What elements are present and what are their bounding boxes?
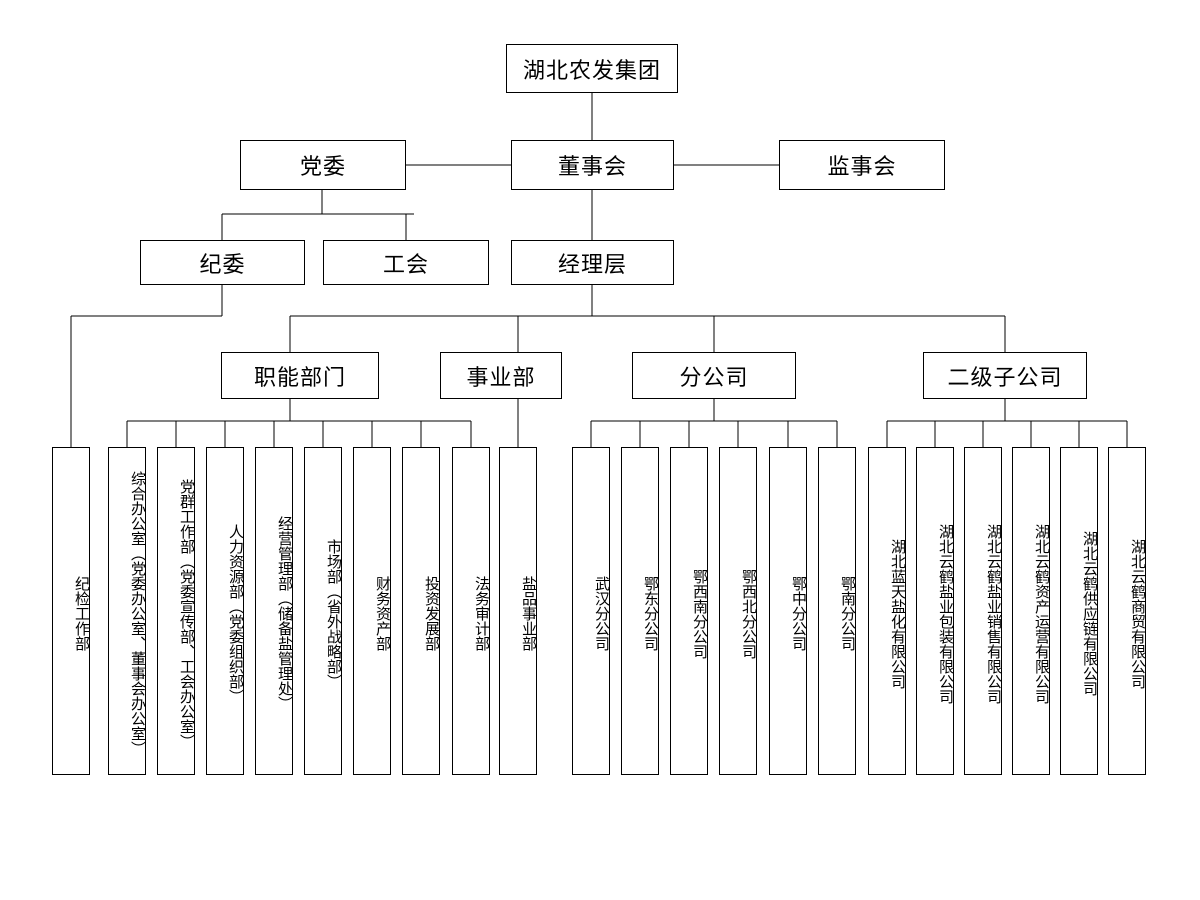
node-leaf-general-office[interactable]: 综合办公室（党委办公室、董事会办公室） [108, 447, 146, 775]
node-second-tier-subsidiaries-label: 二级子公司 [947, 364, 1063, 390]
node-leaf-13-label: 鄂西南分公司 [691, 568, 708, 659]
node-leaf-22-label: 湖北云鹤商贸有限公司 [1129, 538, 1146, 689]
node-leaf-exibei-branch[interactable]: 鄂西北分公司 [719, 447, 757, 775]
node-leaf-4-label: 人力资源部（党委组织部） [227, 523, 244, 704]
node-party-committee[interactable]: 党委 [240, 140, 406, 190]
node-leaf-14-label: 鄂西北分公司 [740, 568, 757, 659]
node-leaf-15-label: 鄂中分公司 [790, 576, 807, 651]
node-leaf-investment-development-dept[interactable]: 投资发展部 [402, 447, 440, 775]
node-functional-departments-label: 职能部门 [253, 364, 346, 390]
node-board-of-directors-label: 董事会 [557, 154, 627, 179]
node-leaf-yunhe-supply-chain[interactable]: 湖北云鹤供应链有限公司 [1060, 447, 1098, 775]
node-leaf-discipline-work-dept[interactable]: 纪检工作部 [52, 447, 90, 775]
node-leaf-exinan-branch[interactable]: 鄂西南分公司 [670, 447, 708, 775]
node-leaf-5-label: 经营管理部（储备盐管理处） [276, 516, 293, 711]
node-business-division[interactable]: 事业部 [440, 352, 562, 399]
node-leaf-human-resources-dept[interactable]: 人力资源部（党委组织部） [206, 447, 244, 775]
node-board-of-directors[interactable]: 董事会 [511, 140, 674, 190]
node-board-of-supervisors-label: 监事会 [827, 154, 897, 179]
node-root[interactable]: 湖北农发集团 [506, 44, 678, 93]
node-labor-union-label: 工会 [382, 251, 429, 277]
node-leaf-2-label: 综合办公室（党委办公室、董事会办公室） [129, 471, 146, 756]
node-leaf-yunhe-asset-operation[interactable]: 湖北云鹤资产运营有限公司 [1012, 447, 1050, 775]
node-leaf-yunhe-salt-sales[interactable]: 湖北云鹤盐业销售有限公司 [964, 447, 1002, 775]
node-leaf-8-label: 投资发展部 [423, 576, 440, 651]
node-leaf-enan-branch[interactable]: 鄂南分公司 [818, 447, 856, 775]
node-leaf-edong-branch[interactable]: 鄂东分公司 [621, 447, 659, 775]
node-management-layer[interactable]: 经理层 [511, 240, 674, 285]
node-leaf-legal-audit-dept[interactable]: 法务审计部 [452, 447, 490, 775]
node-leaf-20-label: 湖北云鹤资产运营有限公司 [1033, 523, 1050, 704]
node-leaf-wuhan-branch[interactable]: 武汉分公司 [572, 447, 610, 775]
node-leaf-7-label: 财务资产部 [374, 576, 391, 651]
node-leaf-11-label: 武汉分公司 [593, 576, 610, 651]
node-branch-companies[interactable]: 分公司 [632, 352, 796, 399]
node-leaf-party-mass-work-dept[interactable]: 党群工作部（党委宣传部、工会办公室） [157, 447, 195, 775]
node-leaf-3-label: 党群工作部（党委宣传部、工会办公室） [178, 478, 195, 749]
node-leaf-finance-assets-dept[interactable]: 财务资产部 [353, 447, 391, 775]
node-business-division-label: 事业部 [466, 364, 536, 390]
node-discipline-committee[interactable]: 纪委 [140, 240, 305, 285]
node-leaf-12-label: 鄂东分公司 [642, 576, 659, 651]
node-leaf-6-label: 市场部（省外战略部） [325, 538, 342, 689]
node-second-tier-subsidiaries[interactable]: 二级子公司 [923, 352, 1087, 399]
node-leaf-yunhe-salt-packaging[interactable]: 湖北云鹤盐业包装有限公司 [916, 447, 954, 775]
node-leaf-19-label: 湖北云鹤盐业销售有限公司 [985, 523, 1002, 704]
node-leaf-marketing-dept[interactable]: 市场部（省外战略部） [304, 447, 342, 775]
node-board-of-supervisors[interactable]: 监事会 [779, 140, 945, 190]
node-leaf-yunhe-trading[interactable]: 湖北云鹤商贸有限公司 [1108, 447, 1146, 775]
node-leaf-lantian-salt-chemical[interactable]: 湖北蓝天盐化有限公司 [868, 447, 906, 775]
node-functional-departments[interactable]: 职能部门 [221, 352, 379, 399]
node-leaf-salt-products-division[interactable]: 盐品事业部 [499, 447, 537, 775]
node-leaf-16-label: 鄂南分公司 [839, 576, 856, 651]
node-leaf-17-label: 湖北蓝天盐化有限公司 [889, 538, 906, 689]
node-leaf-9-label: 法务审计部 [473, 576, 490, 651]
node-root-label: 湖北农发集团 [522, 57, 661, 83]
node-leaf-21-label: 湖北云鹤供应链有限公司 [1081, 531, 1098, 696]
node-discipline-committee-label: 纪委 [199, 251, 246, 277]
node-party-committee-label: 党委 [299, 154, 346, 179]
node-branch-companies-label: 分公司 [679, 364, 749, 390]
node-labor-union[interactable]: 工会 [323, 240, 489, 285]
node-leaf-10-label: 盐品事业部 [520, 576, 537, 651]
node-leaf-18-label: 湖北云鹤盐业包装有限公司 [937, 523, 954, 704]
node-management-layer-label: 经理层 [557, 251, 627, 277]
node-leaf-operations-management-dept[interactable]: 经营管理部（储备盐管理处） [255, 447, 293, 775]
node-leaf-ezhong-branch[interactable]: 鄂中分公司 [769, 447, 807, 775]
node-leaf-1-label: 纪检工作部 [73, 576, 90, 651]
